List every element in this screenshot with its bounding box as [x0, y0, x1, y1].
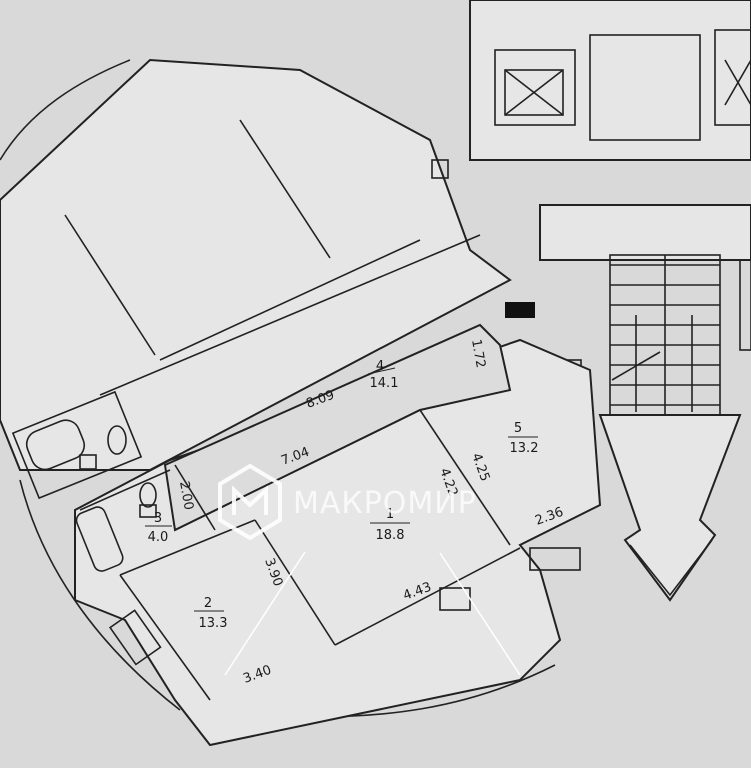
- room-3-area: 4.0: [148, 530, 169, 545]
- room-label-4: 4 14.1: [367, 359, 399, 391]
- curved-balcony-top: [0, 59, 131, 161]
- apartment: [74, 323, 602, 747]
- room-1-diagonal: [439, 552, 521, 676]
- watermark-m-icon: [232, 485, 268, 515]
- room-label-2: 2 13.3: [194, 596, 227, 631]
- curved-facade-left: [19, 479, 181, 711]
- room-5-area: 13.2: [510, 441, 539, 456]
- neighbour-apartment: [0, 58, 512, 500]
- watermark: МАКРОМИР: [218, 463, 477, 541]
- room-2-diagonal: [224, 551, 306, 676]
- watermark-brand: МАКРОМИР: [293, 486, 477, 521]
- room-4-area: 14.1: [370, 376, 399, 391]
- dim-1-72: 1.72: [468, 338, 488, 369]
- room-1-number: 1: [386, 507, 394, 522]
- dim-2-00: 2.00: [176, 480, 196, 511]
- room-5-number: 5: [514, 421, 522, 436]
- room-label-3: 3 4.0: [145, 511, 172, 545]
- room-3-number: 3: [154, 511, 162, 526]
- room-label-1: 1 18.8: [370, 507, 410, 543]
- room-1-area: 18.8: [376, 528, 405, 543]
- room-label-5: 5 13.2: [508, 421, 538, 456]
- watermark-logo-icon: [218, 463, 282, 541]
- room-2-area: 13.3: [199, 616, 228, 631]
- room-2-number: 2: [204, 596, 212, 611]
- meter-box: [505, 302, 535, 318]
- room-4-number: 4: [376, 359, 384, 374]
- building-core: [469, 0, 751, 602]
